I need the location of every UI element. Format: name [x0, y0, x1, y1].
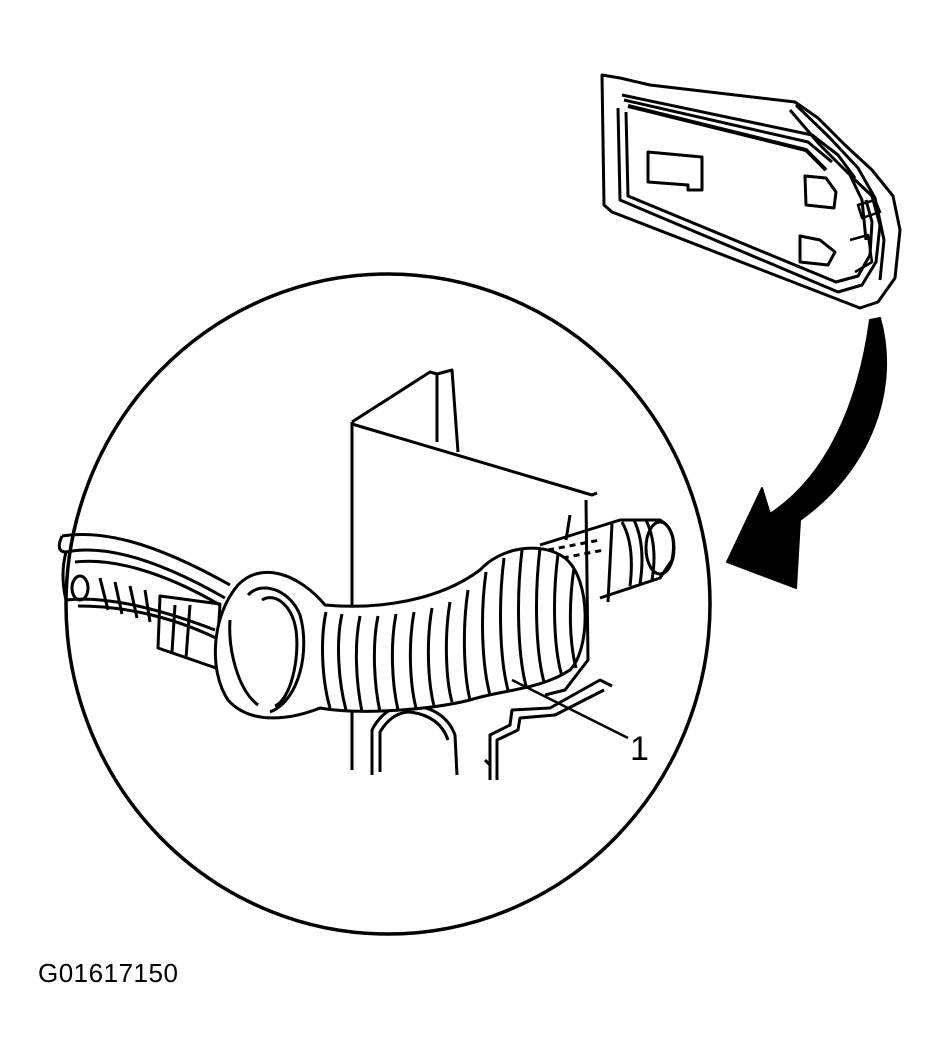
grommet-boot [213, 546, 587, 720]
wire-bundle-left [57, 532, 231, 670]
door-overview [600, 73, 902, 310]
detail-view-circle: 1 [57, 272, 712, 936]
curved-arrow-icon [726, 317, 888, 589]
callout-label-1: 1 [630, 730, 649, 768]
callout-leader-line [511, 678, 629, 740]
figure-id: G01617150 [38, 958, 179, 988]
wire-bundle-right [539, 518, 676, 603]
